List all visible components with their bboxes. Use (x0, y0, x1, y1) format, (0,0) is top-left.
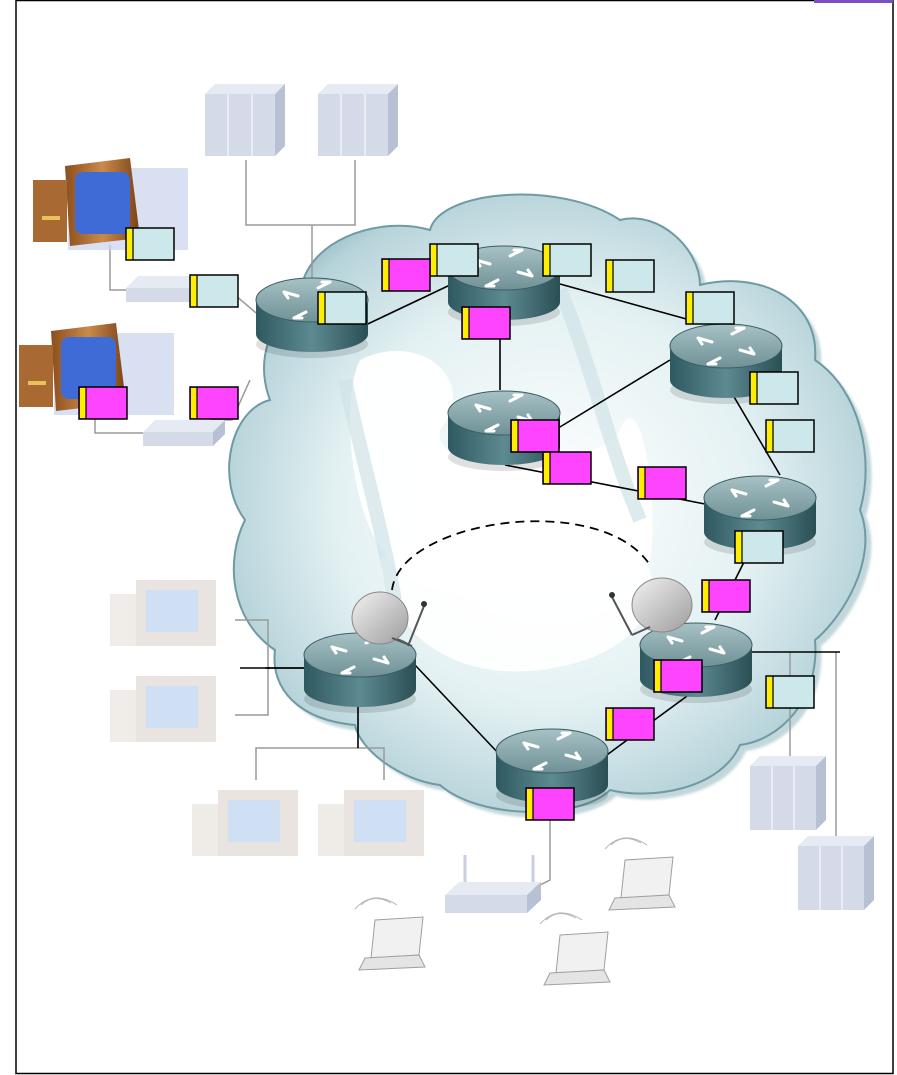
cyan-label (542, 243, 592, 277)
satellite-dish-icon (351, 591, 427, 647)
magenta-label (637, 466, 687, 500)
laptop-icon (539, 912, 611, 986)
corner-tab (814, 0, 893, 3)
cyan-label (429, 243, 479, 277)
router-icon (447, 245, 561, 326)
faded-pc-icon (318, 790, 424, 856)
magenta-label (542, 451, 592, 485)
cyan-label (765, 675, 815, 709)
cyan-label (749, 371, 799, 405)
magenta-label (701, 579, 751, 613)
cyan-label (317, 291, 367, 325)
server-icon (318, 84, 398, 156)
satellite-link-arc (391, 520, 651, 591)
faded-pc-icon (110, 676, 216, 742)
router-icon (303, 632, 417, 713)
router-icon (495, 728, 609, 809)
server-icon (205, 84, 285, 156)
magenta-label (653, 659, 703, 693)
access-point-icon (445, 855, 541, 913)
magenta-label (510, 419, 560, 453)
cyan-label (685, 291, 735, 325)
faded-pc-icon (110, 580, 216, 646)
laptop-icon (604, 837, 676, 911)
magenta-label (605, 707, 655, 741)
cyan-label (765, 419, 815, 453)
cyan-label (125, 227, 175, 261)
satellite-dish-icon (609, 577, 693, 636)
magenta-label (461, 306, 511, 340)
server-icon (798, 836, 874, 910)
switch-icon (143, 420, 225, 446)
cyan-label (189, 274, 239, 308)
desktop-pc-icon (33, 158, 188, 250)
magenta-label (525, 787, 575, 821)
magenta-label (381, 258, 431, 292)
magenta-label (189, 386, 239, 420)
laptop-icon (354, 897, 426, 971)
cyan-label (734, 530, 784, 564)
faded-pc-icon (192, 790, 298, 856)
cyan-label (605, 259, 655, 293)
server-icon (750, 756, 826, 830)
router-icon (703, 475, 817, 556)
magenta-label (78, 386, 128, 420)
